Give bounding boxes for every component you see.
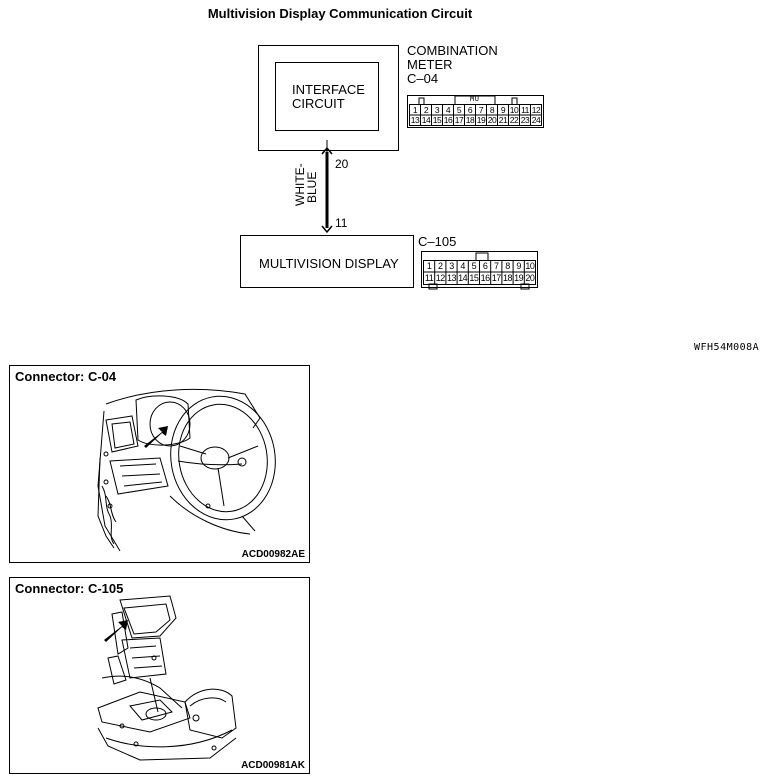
connector-pin-number: 6 xyxy=(467,104,473,115)
connector-pin-number: 8 xyxy=(489,104,495,115)
connector-pin-number: 5 xyxy=(471,260,477,271)
connector-pin-number: 3 xyxy=(449,260,454,271)
connector-pin-number: 3 xyxy=(434,104,440,115)
connector-pin-number: 2 xyxy=(423,104,429,115)
connector-c105-location-panel: Connector: C-105 ACD00981AK xyxy=(9,577,310,774)
connector-pin-number: 21 xyxy=(498,115,508,125)
connector-pin-number: 19 xyxy=(514,273,524,283)
connector-pin-number: 13 xyxy=(446,273,457,283)
connector-pin-number: 14 xyxy=(458,273,468,283)
connector-pin-number: 22 xyxy=(509,115,519,125)
connector-pin-number: 10 xyxy=(509,104,519,115)
combination-meter-connector-id: C–04 xyxy=(407,71,439,86)
connector-pin-number: 9 xyxy=(500,104,506,115)
diagram-title: Multivision Display Communication Circui… xyxy=(207,6,473,21)
connector-pin-number: 15 xyxy=(432,115,442,125)
connector-pin-number: 17 xyxy=(491,273,502,283)
connector-pin-number: 4 xyxy=(445,104,451,115)
connector-c04-key-label: MU xyxy=(470,95,480,103)
panel-title: Connector: C-04 xyxy=(15,369,117,384)
connector-pin-number: 18 xyxy=(502,273,513,283)
connector-pin-number: 15 xyxy=(469,273,479,283)
connector-pin-number: 24 xyxy=(531,115,541,125)
connector-pin-number: 9 xyxy=(516,260,521,271)
multivision-display-label: MULTIVISION DISPLAY xyxy=(259,256,399,271)
multivision-display-box xyxy=(240,235,414,288)
connector-pin-number: 2 xyxy=(438,260,443,271)
connector-pin-number: 7 xyxy=(478,104,484,115)
dashboard-illustration xyxy=(97,388,276,552)
connector-pin-number: 18 xyxy=(465,115,475,125)
connector-pin-number: 7 xyxy=(494,260,499,271)
connector-pin-number: 5 xyxy=(456,104,462,115)
interface-circuit-label-1: INTERFACE xyxy=(292,82,365,97)
wire-color-label-2: BLUE xyxy=(305,171,319,203)
connector-pin-number: 17 xyxy=(454,115,464,125)
connector-pin-number: 10 xyxy=(525,260,535,271)
connector-pin-number: 12 xyxy=(435,273,446,283)
connector-pin-number: 14 xyxy=(421,115,431,125)
connector-pin-number: 1 xyxy=(426,260,432,271)
connector-pin-number: 20 xyxy=(487,115,497,125)
interface-circuit-label-2: CIRCUIT xyxy=(292,96,345,111)
figure-code: WFH54M008A xyxy=(694,342,760,353)
connector-pin-number: 8 xyxy=(505,260,510,271)
connector-pin-number: 16 xyxy=(480,273,491,283)
connector-pin-number: 23 xyxy=(520,115,530,125)
connector-pin-number: 19 xyxy=(476,115,486,125)
interface-circuit-box xyxy=(275,62,379,131)
connector-c04-face xyxy=(407,95,544,128)
connector-c105-face xyxy=(421,251,538,290)
console-illustration xyxy=(97,595,237,761)
combination-meter-pin: 20 xyxy=(335,157,349,171)
connector-pin-number: 4 xyxy=(460,260,465,271)
wire-white-blue xyxy=(321,140,333,234)
combination-meter-label-2: METER xyxy=(407,57,453,72)
connector-pin-number: 20 xyxy=(525,273,535,283)
connector-pin-number: 11 xyxy=(424,273,434,283)
connector-pin-number: 13 xyxy=(410,115,420,125)
combination-meter-label-1: COMBINATION xyxy=(407,43,498,58)
connector-pin-number: 11 xyxy=(521,104,529,115)
connector-pin-number: 12 xyxy=(531,104,541,115)
panel-code: ACD00982AE xyxy=(241,549,305,560)
multivision-display-connector-id: C–105 xyxy=(418,234,457,249)
panel-title: Connector: C-105 xyxy=(15,581,124,596)
multivision-display-pin: 11 xyxy=(335,216,348,230)
panel-code: ACD00981AK xyxy=(241,760,305,771)
connector-pin-number: 16 xyxy=(443,115,453,125)
connector-pin-number: 6 xyxy=(482,260,488,271)
connector-c04-location-panel: Connector: C-04 xyxy=(9,365,310,563)
connector-pin-number: 1 xyxy=(412,104,418,115)
